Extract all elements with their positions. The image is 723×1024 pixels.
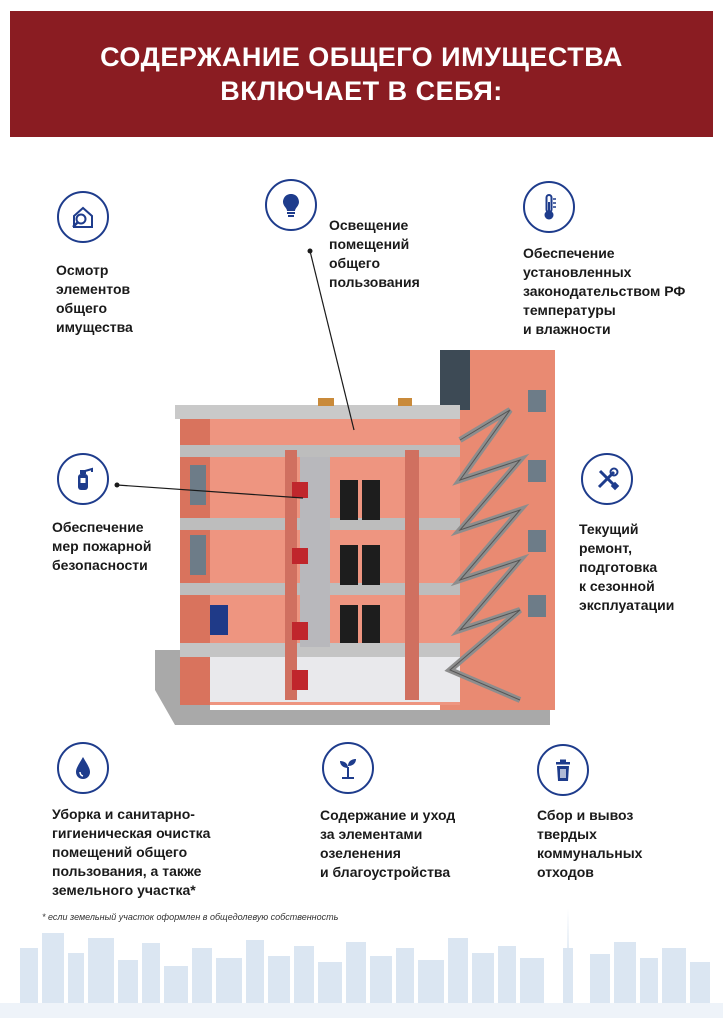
sprout-icon	[322, 742, 374, 794]
trash-bin-icon	[537, 744, 589, 796]
fire-label: Обеспечение мер пожарной безопасности	[52, 519, 152, 573]
climate-label: Обеспечение установленных законодательст…	[523, 245, 686, 337]
greenery-label: Содержание и уход за элементами озеленен…	[320, 807, 456, 880]
cleaning-label: Уборка и санитарно- гигиеническая очистк…	[52, 806, 211, 898]
house-magnifier-icon	[57, 191, 109, 243]
inspection-label: Осмотр элементов общего имущества	[56, 262, 133, 335]
city-skyline-decoration	[0, 908, 723, 1018]
wrench-screwdriver-icon	[581, 453, 633, 505]
title-line-2: ВКЛЮЧАЕТ В СЕБЯ:	[220, 76, 503, 106]
header-banner: СОДЕРЖАНИЕ ОБЩЕГО ИМУЩЕСТВА ВКЛЮЧАЕТ В С…	[10, 11, 713, 137]
thermometer-icon	[523, 181, 575, 233]
waste-label: Сбор и вывоз твердых коммунальных отходо…	[537, 807, 643, 880]
repair-label: Текущий ремонт, подготовка к сезонной эк…	[579, 521, 675, 613]
title-line-1: СОДЕРЖАНИЕ ОБЩЕГО ИМУЩЕСТВА	[100, 42, 623, 72]
light-bulb-icon	[265, 179, 317, 231]
building-cutaway-illustration	[155, 350, 555, 725]
footnote: * если земельный участок оформлен в обще…	[42, 912, 339, 922]
fire-extinguisher-icon	[57, 453, 109, 505]
water-drop-icon	[57, 742, 109, 794]
lighting-label: Освещение помещений общего пользования	[329, 217, 420, 290]
